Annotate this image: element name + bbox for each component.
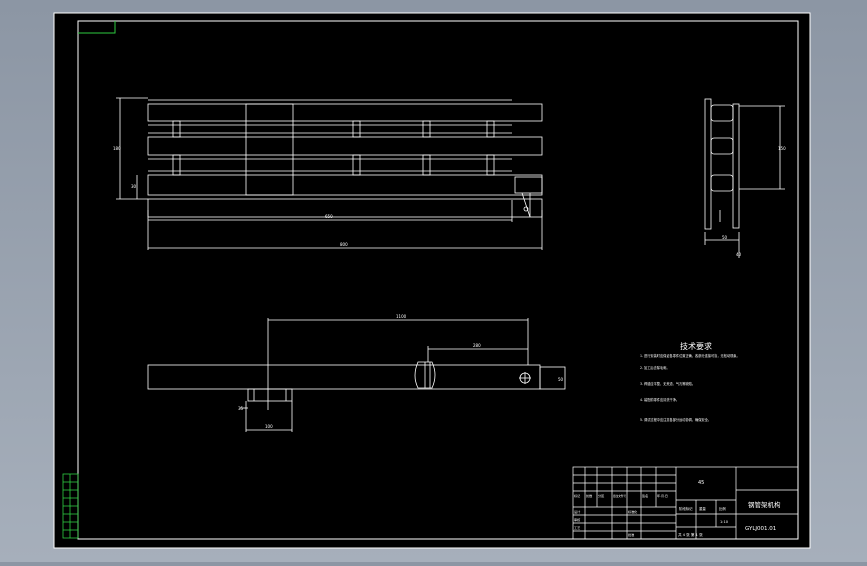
- hdr-doc: 更改文件号: [613, 494, 626, 498]
- dim-front-height: 180: [113, 146, 121, 151]
- dim-bottom-step: 35: [238, 406, 244, 411]
- dim-bottom-foot: 100: [265, 424, 273, 429]
- dim-front-small: 30: [131, 184, 137, 189]
- dim-front-total: 800: [340, 242, 348, 247]
- bottom-dim-labels: 1100 280 50 35 100: [238, 314, 564, 429]
- dim-side-depth: 50: [722, 235, 728, 240]
- scale-value: 1:10: [720, 520, 729, 524]
- dim-bottom-long: 1100: [396, 314, 407, 319]
- drawing-frame: [77, 20, 799, 540]
- note-2: 2. 加工后去除毛刺。: [640, 365, 670, 370]
- side-view: [704, 98, 785, 258]
- dim-side-foot: 40: [736, 252, 742, 257]
- role-process: 工艺: [574, 525, 580, 530]
- material: 45: [698, 480, 704, 486]
- dim-front-inner: 650: [325, 214, 333, 219]
- hdr-zone: 分区: [598, 493, 604, 498]
- title-block: [572, 466, 799, 540]
- role-approve: 批准: [628, 532, 634, 537]
- dim-bottom-end: 50: [558, 377, 564, 382]
- hdr-count: 处数: [586, 493, 592, 498]
- front-view: [116, 97, 543, 250]
- hdr-mark: 标记: [574, 493, 580, 498]
- role-standard: 标准化: [628, 509, 637, 514]
- notes-title: 技术要求: [680, 341, 712, 351]
- role-design: 设计: [574, 509, 580, 514]
- sheet-count: 共 4 张 第 1 张: [678, 532, 703, 537]
- technical-notes: 技术要求 1. 进行安装时应保证各零件位置正确，各部分连接可靠，无松动现象。 2…: [640, 341, 740, 422]
- drawing-number: GYLJ001.01: [745, 526, 776, 532]
- part-name: 钢管架机构: [748, 500, 781, 509]
- hdr-date: 年.月.日: [657, 493, 668, 498]
- note-1: 1. 进行安装时应保证各零件位置正确，各部分连接可靠，无松动现象。: [640, 353, 740, 358]
- title-block-text: 45 钢管架机构 GYLJ001.01 阶段标记 重量 比例 1:10 共 4 …: [574, 480, 781, 537]
- front-dim-labels: 180 30 650 800: [113, 146, 348, 247]
- scale-label: 比例: [719, 506, 726, 511]
- bottom-view: [147, 318, 566, 432]
- note-3: 3. 焊缝应平整，无夹渣、气孔等缺陷。: [640, 381, 695, 386]
- hdr-sign: 签名: [642, 493, 648, 498]
- weight-label: 重量: [699, 506, 706, 511]
- role-review: 审核: [574, 517, 580, 522]
- note-4: 4. 装配前零件应清洗干净。: [640, 397, 679, 402]
- corner-mark: [78, 21, 116, 34]
- dim-bottom-mid: 280: [473, 343, 481, 348]
- sheet-border: [53, 12, 811, 549]
- note-5: 5. 调试过程中应注意各部分运动协调，确保安全。: [640, 417, 711, 422]
- revision-table: [62, 473, 79, 539]
- dim-side-height: 150: [778, 146, 786, 151]
- stage-mark: 阶段标记: [679, 506, 693, 511]
- side-dim-labels: 150 50 40: [722, 146, 786, 257]
